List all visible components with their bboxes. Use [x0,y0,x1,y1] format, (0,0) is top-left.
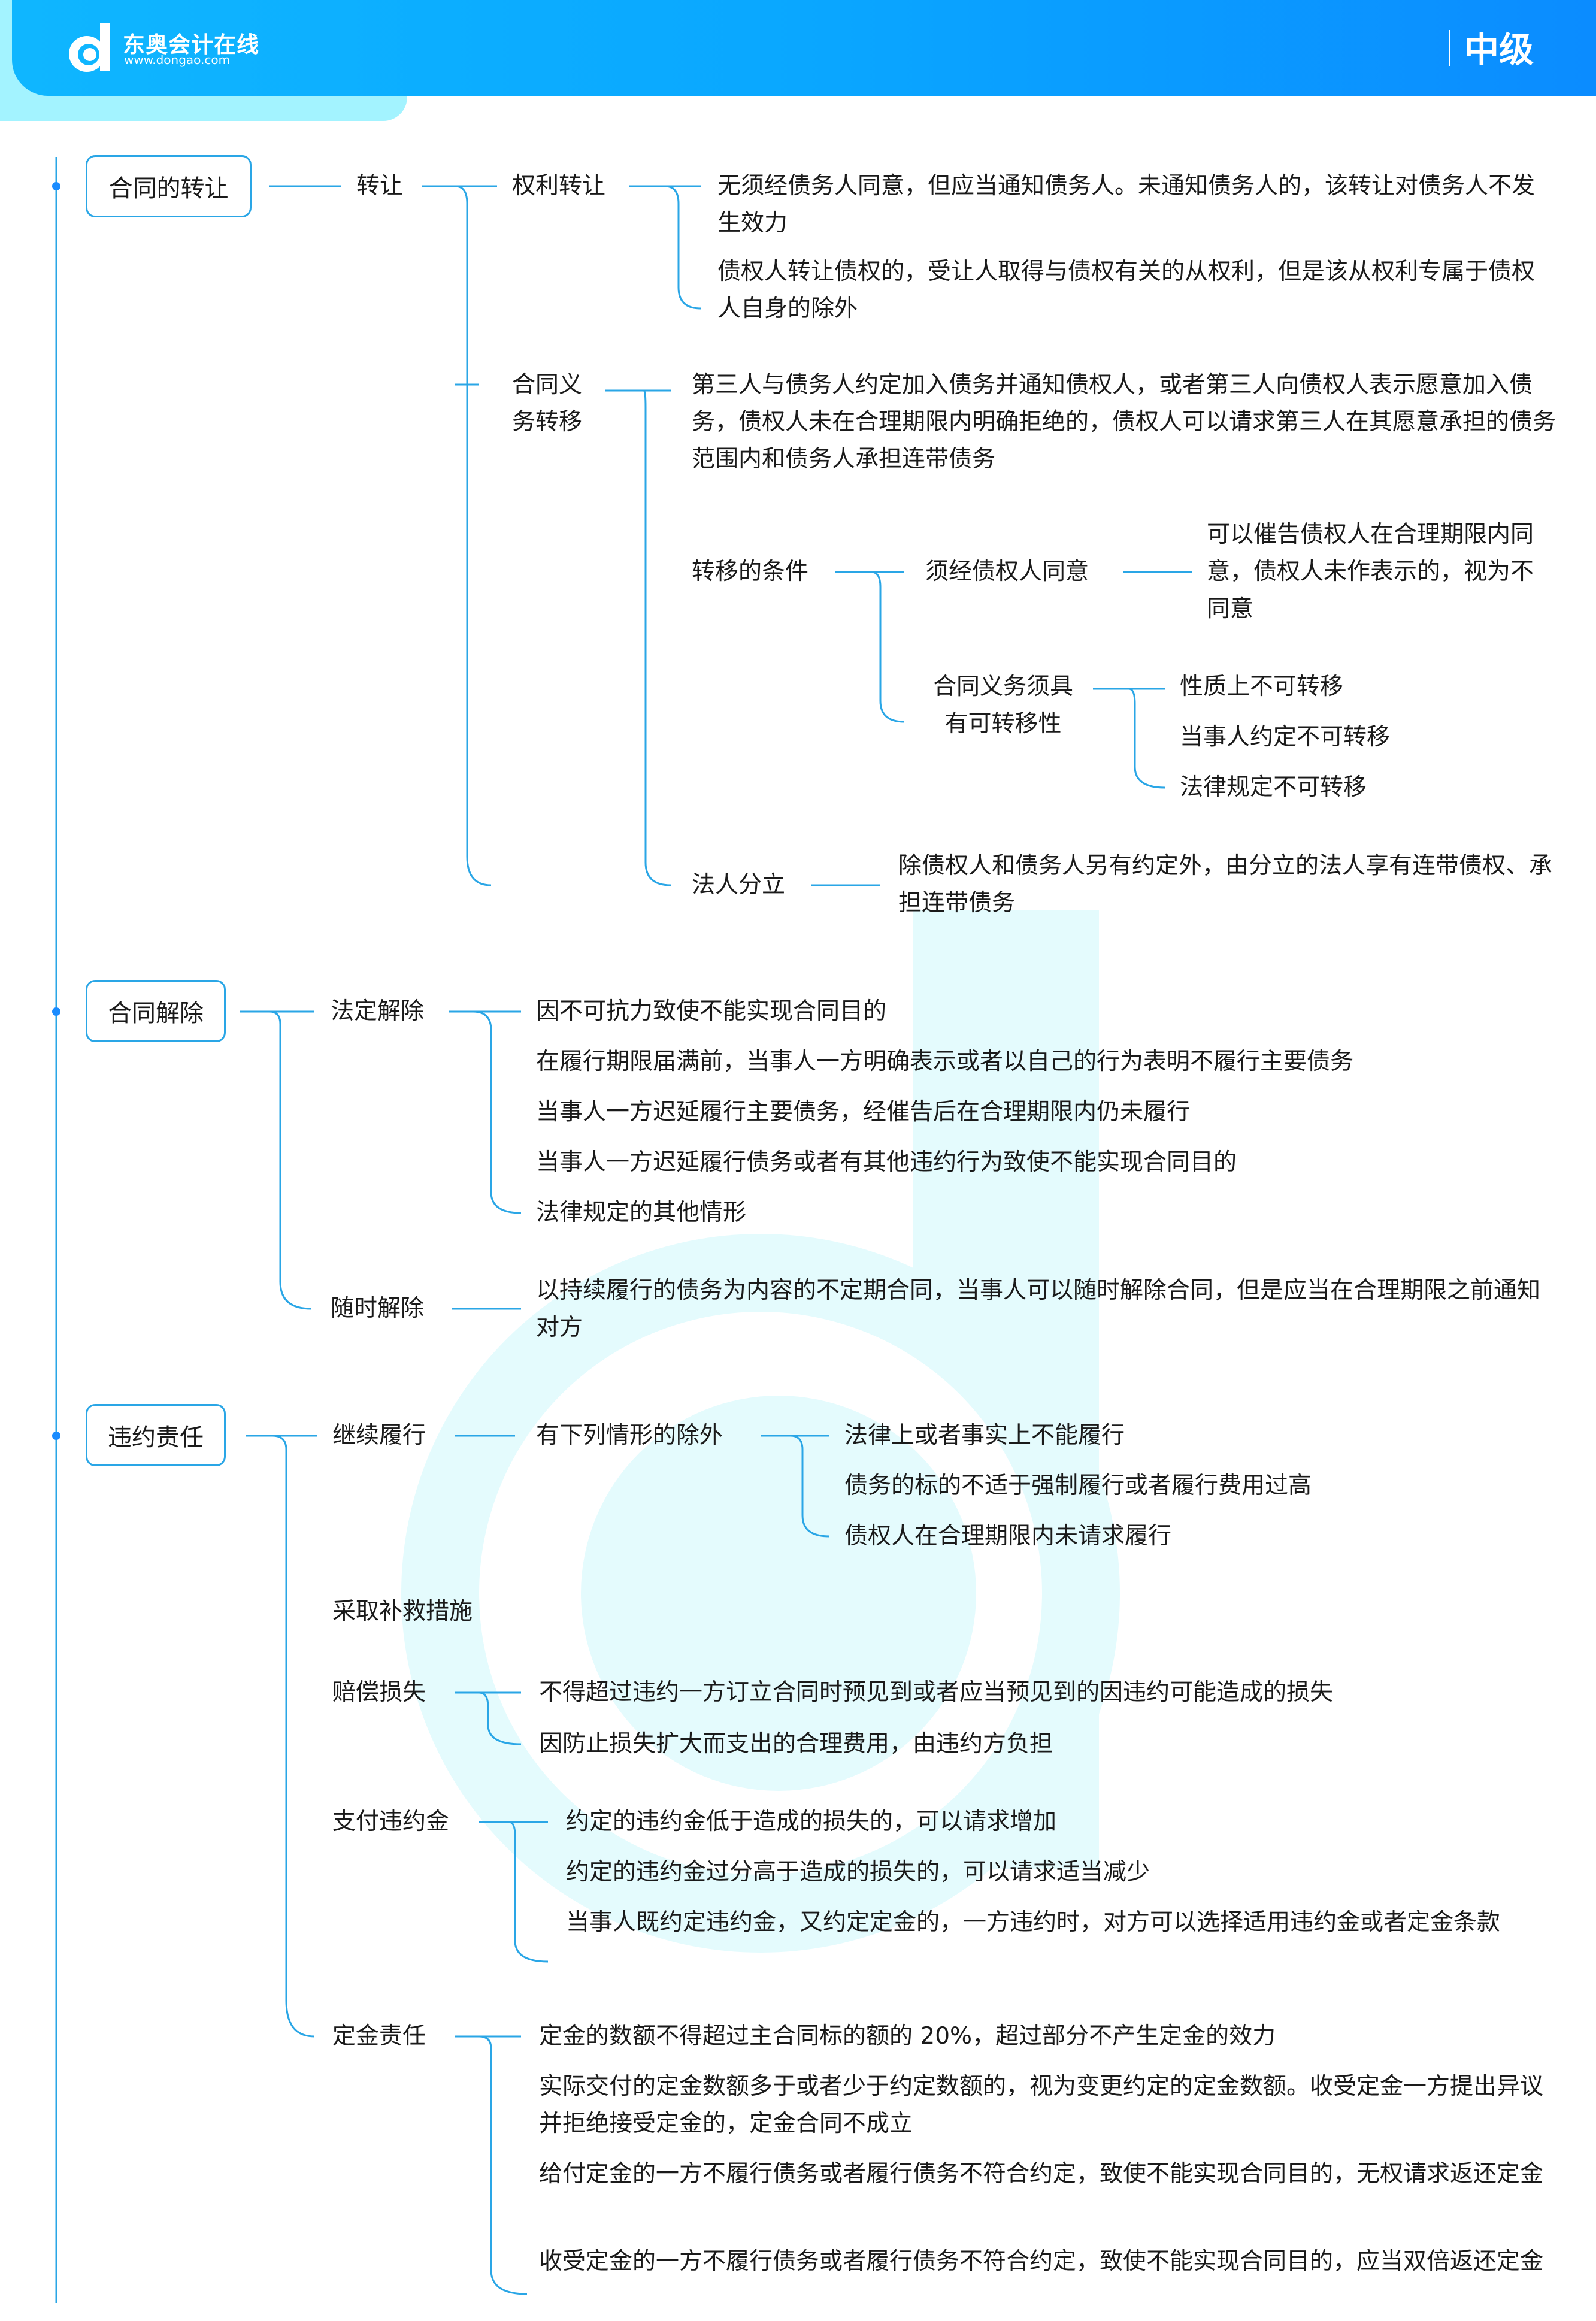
deposit-item-3: 给付定金的一方不履行债务或者履行债务不符合约定，致使不能实现合同目的，无权请求返… [539,2160,1544,2187]
node-transfer: 转让 [356,173,404,199]
penalty-item-1: 约定的违约金低于造成的损失的，可以请求增加 [566,1808,1057,1835]
transferability-item-2: 当事人约定不可转移 [1180,724,1391,751]
node-statutory-termination: 法定解除 [331,998,425,1025]
brand-name: 东奥会计在线 [123,32,259,58]
node-obligation-transfer: 合同义务转移 [512,371,583,435]
statutory-item-2: 在履行期限届满前，当事人一方明确表示或者以自己的行为表明不履行主要债务 [536,1048,1354,1075]
node-liquidated-damages: 支付违约金 [332,1808,450,1835]
node-deposit-liability: 定金责任 [332,2023,426,2050]
node-rights-transfer: 权利转让 [512,173,606,199]
node-damages: 赔偿损失 [332,1679,426,1706]
deposit-item-2: 实际交付的定金数额多于或者少于约定数额的，视为变更约定的定金数额。收受定金一方提… [539,2073,1544,2137]
rights-item-2: 债权人转让债权的，受让人取得与债权有关的从权利，但是该从权利专属于债权人自身的除… [717,258,1536,322]
statutory-item-1: 因不可抗力致使不能实现合同目的 [536,998,887,1025]
node-legal-person-split: 法人分立 [692,871,786,898]
section-title-termination: 合同解除 [86,980,226,1042]
level-label: 中级 [1464,29,1534,70]
exception-item-3: 债权人在合理期限内未请求履行 [844,1523,1172,1550]
anytime-desc: 以持续履行的债务为内容的不定期合同，当事人可以随时解除合同，但是应当在合理期限之… [536,1277,1541,1341]
penalty-item-3: 当事人既约定违约金，又约定定金的，一方违约时，对方可以选择适用违约金或者定金条款 [566,1909,1501,1936]
split-desc: 除债权人和债务人另有约定外，由分立的法人享有连带债权、承担连带债务 [898,852,1553,916]
node-anytime-termination: 随时解除 [331,1295,425,1322]
transferability-item-1: 性质上不可转移 [1180,673,1344,700]
penalty-item-2: 约定的违约金过分高于造成的损失的，可以请求适当减少 [566,1859,1150,1886]
header-bar [12,0,1596,96]
exception-item-2: 债务的标的不适于强制履行或者履行费用过高 [844,1472,1312,1499]
statutory-item-3: 当事人一方迟延履行主要债务，经催告后在合理期限内仍未履行 [536,1099,1191,1125]
node-transferability: 合同义务须具有可转移性 [932,673,1073,737]
obligation-desc: 第三人与债务人约定加入债务并通知债权人，或者第三人向债权人表示愿意加入债务，债权… [692,371,1556,473]
node-remedial-measures: 采取补救措施 [332,1598,473,1625]
transferability-item-3: 法律规定不可转移 [1180,774,1367,801]
consent-desc: 可以催告债权人在合理期限内同意，债权人未作表示的，视为不同意 [1207,521,1534,622]
statutory-item-5: 法律规定的其他情形 [536,1199,747,1226]
node-creditor-consent: 须经债权人同意 [925,558,1089,585]
deposit-item-4: 收受定金的一方不履行债务或者履行债务不符合约定，致使不能实现合同目的，应当双倍返… [539,2248,1544,2275]
node-continue-performance: 继续履行 [332,1422,426,1449]
damages-item-2: 因防止损失扩大而支出的合理费用，由违约方负担 [539,1730,1053,1757]
node-transfer-conditions: 转移的条件 [692,558,809,585]
node-exceptions: 有下列情形的除外 [536,1422,723,1449]
section-title-liability: 违约责任 [86,1404,226,1466]
statutory-item-4: 当事人一方迟延履行债务或者有其他违约行为致使不能实现合同目的 [536,1149,1237,1176]
brand-url: www.dongao.com [124,53,231,67]
rights-item-1: 无须经债务人同意，但应当通知债务人。未通知债务人的，该转让对债务人不发生效力 [717,173,1536,237]
damages-item-1: 不得超过违约一方订立合同时预见到或者应当预见到的因违约可能造成的损失 [539,1679,1334,1706]
level-divider [1449,30,1450,66]
dongao-d-logo-icon [69,23,110,72]
deposit-item-1: 定金的数额不得超过主合同标的额的 20%，超过部分不产生定金的效力 [539,2023,1276,2050]
section-title-transfer: 合同的转让 [86,155,252,217]
exception-item-1: 法律上或者事实上不能履行 [844,1422,1125,1449]
